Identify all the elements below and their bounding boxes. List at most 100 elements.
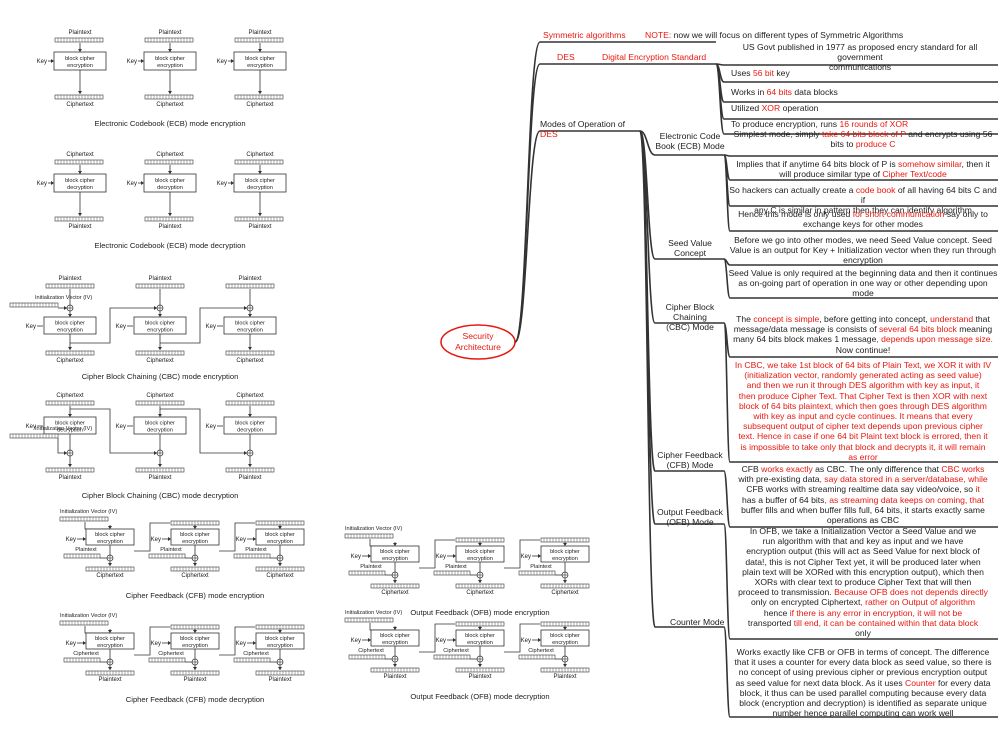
cipher-box-label: encryption <box>467 556 493 562</box>
bottom-label: Ciphertext <box>96 573 124 579</box>
bottom-label: Ciphertext <box>551 590 579 596</box>
text-line: (CFB) Mode <box>666 460 714 471</box>
cfb-encryption-diagram: Initialization Vector (IV)block cipheren… <box>59 509 305 600</box>
cipher-box-label: encryption <box>382 556 408 562</box>
cipher-box-label: block cipher <box>65 178 95 184</box>
connector-line <box>419 539 455 569</box>
connector-line <box>134 626 170 656</box>
diagram-title: Electronic Codebook (ECB) mode decryptio… <box>94 241 245 250</box>
text-line: Cipher Block Chaining <box>665 302 715 323</box>
bit-block <box>233 553 271 559</box>
arrow-head <box>248 414 252 417</box>
iv-label: Initialization Vector (IV) <box>35 295 92 301</box>
bit-block <box>59 620 109 626</box>
body-text: data blocks <box>791 87 838 97</box>
text-line: So hackers can actually create a code bo… <box>728 185 998 205</box>
body-text: encryption output (this will act as Seed… <box>746 546 980 557</box>
arrow-head <box>244 306 247 310</box>
arrow-head <box>478 664 482 667</box>
arrow-head <box>278 563 282 566</box>
text-line: then produce Cipher Text. That Cipher Te… <box>738 390 988 401</box>
bit-block <box>170 520 220 526</box>
note-text: now we will focus on different types of … <box>671 30 904 40</box>
body-text: Now continue! <box>835 344 891 355</box>
text-line: message/data message is consists of seve… <box>728 324 998 334</box>
des-label: DES <box>557 52 575 62</box>
text-line: and then we run it through DES algorithm… <box>746 380 980 391</box>
bottom-label: Plaintext <box>98 677 121 683</box>
bit-block <box>170 566 220 572</box>
arrow-head <box>244 451 247 455</box>
ofb-encryption-diagram: Initialization Vector (IV)block cipheren… <box>344 526 590 617</box>
branch-des <box>514 63 541 343</box>
bit-block <box>225 350 275 356</box>
arrow-head <box>393 627 397 630</box>
text-line: with key as input and cycle continues. I… <box>753 411 973 422</box>
arrow-head <box>231 181 234 185</box>
cfb-decryption-diagram: Initialization Vector (IV)block cipheren… <box>59 613 305 704</box>
highlight-text: Counter <box>905 677 936 688</box>
connector-line <box>84 522 110 530</box>
text-line: exchange keys for other modes <box>728 219 998 229</box>
bit-block <box>59 516 109 522</box>
arrow-head <box>253 641 256 645</box>
text-line: subsequent output of cipher text depends… <box>743 421 983 432</box>
branch-curve <box>639 130 656 156</box>
body-text: So hackers can actually create a <box>729 185 856 195</box>
highlight-text: CBC works <box>941 464 985 474</box>
body-text: To produce encryption, runs <box>731 119 840 129</box>
arrow-head <box>278 667 282 670</box>
key-label: Key <box>521 638 531 644</box>
iv-label: Initialization Vector (IV) <box>60 613 117 619</box>
text-line: run algorithm with that and key as input… <box>728 536 998 546</box>
body-text: as CBC. The only difference that <box>812 464 942 474</box>
arrow-head <box>64 306 67 310</box>
key-label: Key <box>66 537 76 543</box>
ofb-decryption-diagram: Initialization Vector (IV)block cipheren… <box>344 610 590 701</box>
bit-block <box>455 667 505 673</box>
text-line: Before we go into other modes, we need S… <box>734 235 992 245</box>
bottom-label: Plaintext <box>183 677 206 683</box>
body-text: , then it <box>961 159 990 169</box>
bit-block <box>135 400 185 406</box>
arrow-head <box>168 213 172 216</box>
cipher-box-label: encryption <box>67 63 93 69</box>
counter-mode-label: Counter Mode <box>670 617 725 627</box>
side-label: Plaintext <box>245 547 267 553</box>
arrow-head <box>253 537 256 541</box>
text-line: (initialization vector, randomly generat… <box>744 370 982 381</box>
body-text: message/data message is consists of <box>733 324 879 335</box>
top-label: Plaintext <box>158 30 181 36</box>
bottom-label: Ciphertext <box>66 102 94 108</box>
connector-line <box>160 307 247 344</box>
text-line: mode <box>852 288 874 299</box>
ecb-leaf-4: Hence this mode is only used for short c… <box>728 209 998 229</box>
cipher-box-label: block cipher <box>95 636 125 642</box>
bit-block <box>85 670 135 676</box>
text-line: number hence parallel computing can work… <box>728 708 998 718</box>
body-text: bits to <box>830 139 856 150</box>
text-line: block, it thus can be used parallel comp… <box>728 688 998 698</box>
branch-curve <box>723 322 731 463</box>
cipher-box-label: decryption <box>237 428 263 434</box>
text-line: as seed value for next data block. As it… <box>728 678 998 688</box>
bit-block <box>344 533 394 539</box>
highlight-text: for short communication <box>852 209 945 219</box>
bit-block <box>63 657 101 663</box>
bottom-label: Ciphertext <box>56 358 84 364</box>
body-text: will produce similar type of <box>779 169 883 180</box>
bit-block <box>45 400 95 406</box>
body-text: Simplest mode, simply <box>733 129 822 139</box>
highlight-text: , depends upon message size. <box>876 334 993 345</box>
body-text: XORs with clear text to produce Cipher T… <box>754 577 972 588</box>
root-node-label: Architecture <box>455 342 501 352</box>
arrow-head <box>278 526 282 529</box>
cipher-box-label: block cipher <box>245 178 275 184</box>
arrow-head <box>453 638 456 642</box>
top-label: Plaintext <box>238 276 261 282</box>
text-line: Uses 56 bit key <box>731 68 811 78</box>
highlight-text: till end, it can be contained within tha… <box>791 617 979 628</box>
text-line: communications <box>828 62 892 73</box>
highlight-text: DES <box>540 129 558 140</box>
